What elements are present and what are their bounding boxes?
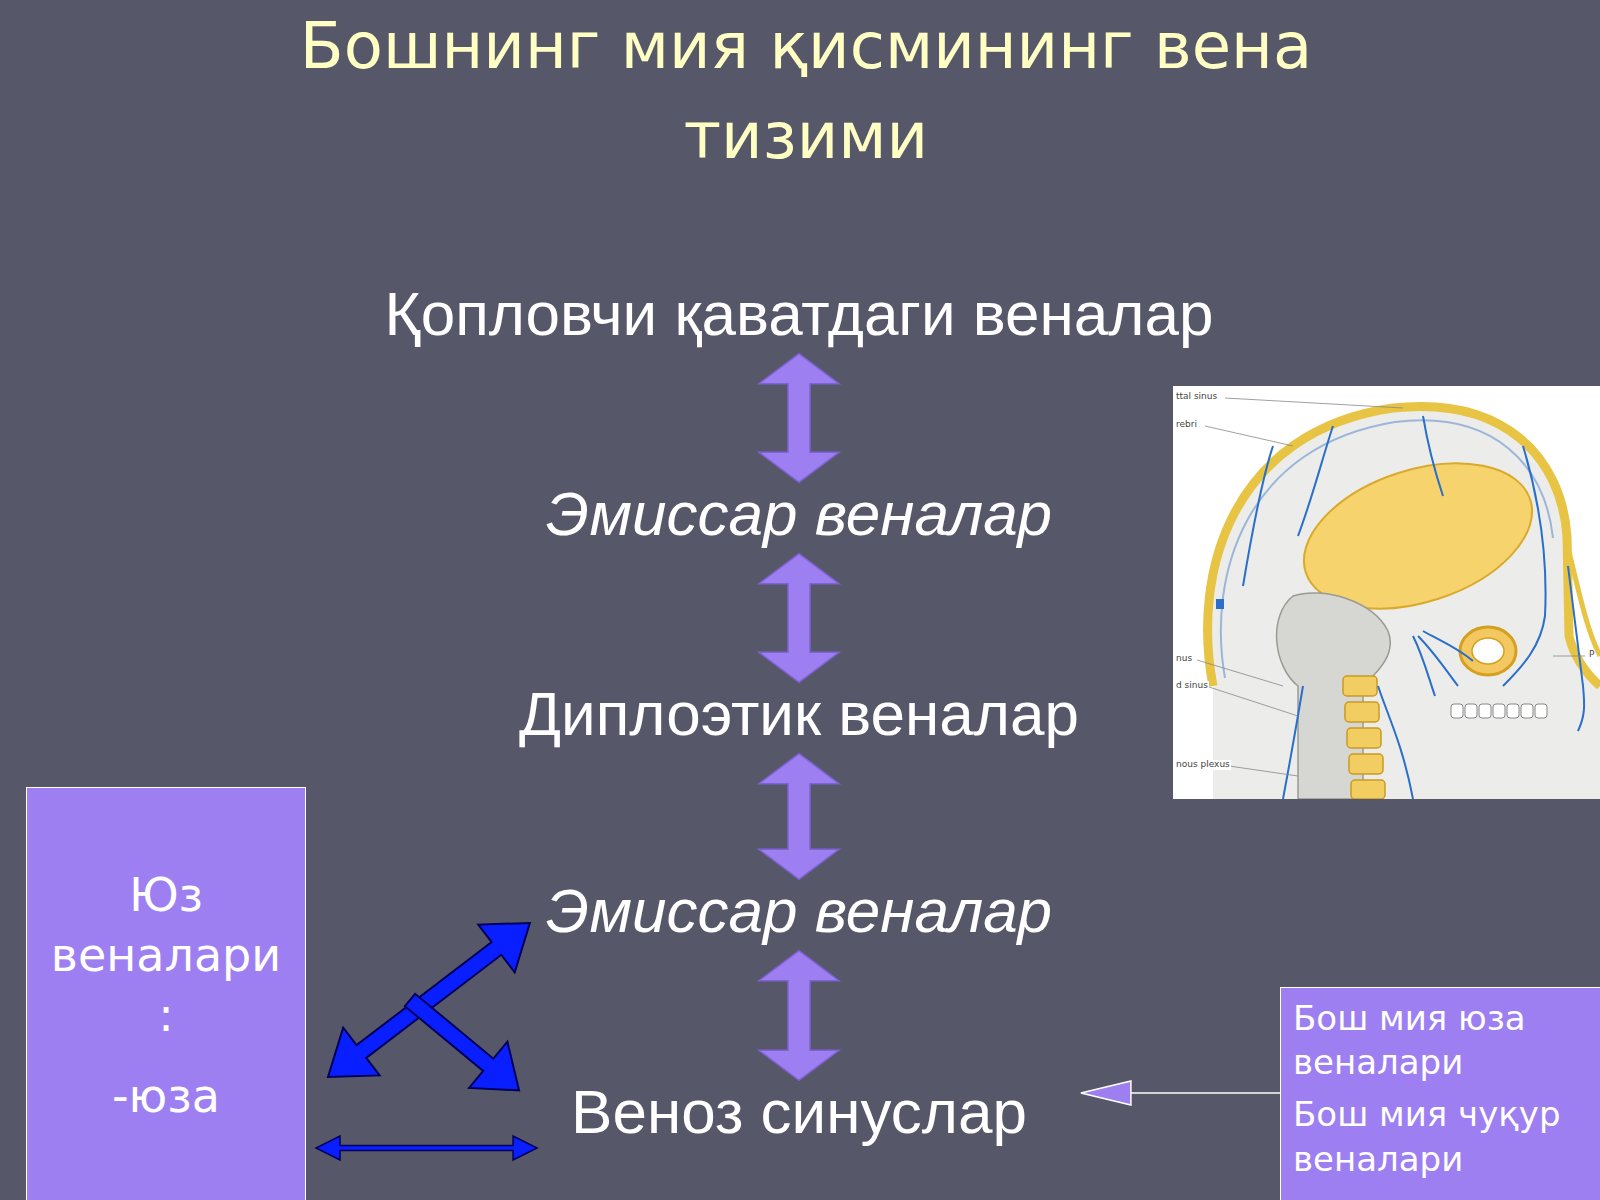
skull-illustration [1173, 386, 1600, 799]
face-veins-box: Юз веналари : -юза [26, 787, 306, 1200]
anatomy-label: nous plexus [1175, 760, 1231, 770]
vein-layer-text: Эмиссар веналар [542, 478, 1056, 549]
connector [759, 554, 839, 683]
connector [405, 994, 519, 1091]
connector [759, 354, 839, 483]
anatomy-label: ttal sinus [1175, 392, 1218, 402]
leader-line [1131, 1092, 1280, 1094]
anatomy-label: d sinus [1175, 681, 1209, 691]
slide-title: Бошнинг мия қисмининг вена тизими [206, 2, 1406, 181]
double-arrow [759, 354, 839, 483]
double-arrow [759, 754, 839, 880]
node-heading: Қопловчи қаватдаги веналар [385, 278, 1214, 349]
vein-layer-text: Веноз синуслар [567, 1076, 1031, 1147]
arrow-head [1081, 1081, 1131, 1105]
vein-layer-text: Диплоэтик веналар [515, 678, 1083, 749]
blue-arrow [405, 994, 519, 1091]
anatomy-label: nus [1175, 654, 1193, 664]
anatomy-label: rebri [1175, 420, 1198, 430]
double-arrow [759, 554, 839, 683]
node-text: Бош мия чуқур веналари [1293, 1092, 1589, 1180]
node-heading: Эмиссар веналар [546, 875, 1052, 946]
vein-layer-text: Эмиссар веналар [542, 875, 1056, 946]
node-heading: Диплоэтик веналар [519, 678, 1079, 749]
double-arrow [759, 951, 839, 1081]
connector [759, 754, 839, 880]
connector [759, 951, 839, 1081]
node-heading: Юз веналари : [41, 866, 291, 1045]
node-heading: Веноз синуслар [571, 1076, 1027, 1147]
blue-arrow [316, 1136, 537, 1160]
connector [1081, 1081, 1280, 1105]
anatomy-label: P [1588, 650, 1595, 660]
vein-layer-text: Қопловчи қаватдаги веналар [381, 278, 1218, 349]
node-heading: Бош мия юза веналари [1293, 996, 1589, 1084]
brain-veins-box: Бош мия юза веналариБош мия чуқур венала… [1280, 987, 1600, 1200]
node-text: -юза [41, 1067, 291, 1127]
connector [316, 1136, 537, 1160]
node-heading: Эмиссар веналар [546, 478, 1052, 549]
